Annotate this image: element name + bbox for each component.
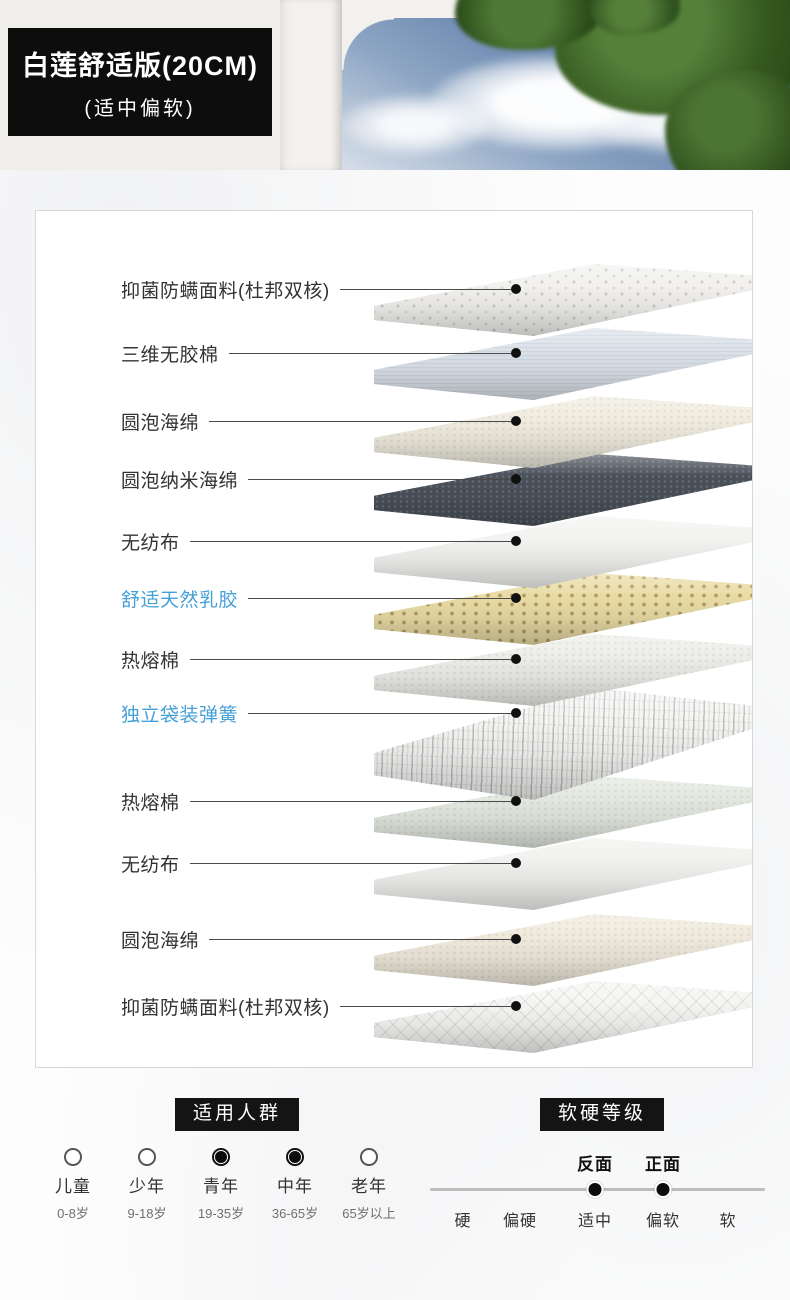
audience-option-label: 中年 bbox=[277, 1177, 313, 1196]
audience-option-middle-age: 中年 36-65岁 bbox=[258, 1148, 332, 1222]
leader-line bbox=[248, 712, 511, 714]
layer-dot bbox=[511, 284, 521, 294]
leader-line bbox=[209, 938, 511, 940]
layer-row: 圆泡海绵 bbox=[121, 408, 521, 434]
layer-dot bbox=[511, 593, 521, 603]
firmness-marker-back: 反面 bbox=[577, 1155, 613, 1174]
audience-option-youth: 青年 19-35岁 bbox=[184, 1148, 258, 1222]
layer-row: 热熔棉 bbox=[121, 646, 521, 672]
layer-dot bbox=[511, 474, 521, 484]
layer-dot bbox=[511, 654, 521, 664]
firmness-level-medium-soft: 偏软 bbox=[645, 1213, 681, 1230]
audience-options: 儿童 0-8岁 少年 9-18岁 青年 19-35岁 中年 36-65岁 老年 … bbox=[36, 1148, 406, 1222]
leader-line bbox=[189, 800, 511, 802]
leader-line bbox=[189, 658, 511, 660]
audience-option-range: 0-8岁 bbox=[57, 1206, 89, 1221]
layer-dot bbox=[511, 416, 521, 426]
firmness-scale: 反面 正面 硬 偏硬 适中 偏软 软 bbox=[430, 1150, 765, 1235]
layer-label: 三维无胶棉 bbox=[121, 344, 219, 366]
layer-row: 热熔棉 bbox=[121, 788, 521, 814]
layer-label: 抑菌防螨面料(杜邦双核) bbox=[121, 997, 330, 1019]
firmness-knob-back[interactable] bbox=[586, 1181, 604, 1198]
mattress-layers-panel: 抑菌防螨面料(杜邦双核) 三维无胶棉 圆泡海绵 圆泡纳米海绵 无纺布 舒适天然乳… bbox=[35, 210, 753, 1068]
leader-line bbox=[189, 862, 511, 864]
leader-line bbox=[209, 420, 511, 422]
firmness-level-soft: 软 bbox=[719, 1213, 737, 1230]
leader-line bbox=[339, 1005, 511, 1007]
layer-row: 无纺布 bbox=[121, 528, 521, 554]
layer-dot bbox=[511, 858, 521, 868]
audience-option-range: 9-18岁 bbox=[127, 1206, 167, 1221]
audience-option-label: 少年 bbox=[129, 1177, 165, 1196]
layer-label: 热熔棉 bbox=[121, 792, 180, 814]
layer-dot bbox=[511, 934, 521, 944]
layer-label: 舒适天然乳胶 bbox=[121, 589, 239, 611]
leader-line bbox=[228, 352, 511, 354]
layer-slab-nano-foam bbox=[374, 454, 752, 526]
layer-label: 圆泡海绵 bbox=[121, 412, 200, 434]
firmness-level-medium-hard: 偏硬 bbox=[502, 1213, 538, 1230]
layer-dot bbox=[511, 536, 521, 546]
layer-row: 抑菌防螨面料(杜邦双核) bbox=[121, 993, 521, 1019]
audience-option-teen: 少年 9-18岁 bbox=[110, 1148, 184, 1222]
radio-senior[interactable] bbox=[360, 1148, 378, 1166]
layer-label: 圆泡海绵 bbox=[121, 930, 200, 952]
layer-row: 圆泡海绵 bbox=[121, 926, 521, 952]
layer-dot bbox=[511, 1001, 521, 1011]
audience-option-label: 老年 bbox=[351, 1177, 387, 1196]
audience-option-label: 青年 bbox=[203, 1177, 239, 1196]
product-title: 白莲舒适版(20CM) bbox=[21, 50, 258, 81]
layer-row: 无纺布 bbox=[121, 850, 521, 876]
firmness-knob-front[interactable] bbox=[654, 1181, 672, 1198]
layer-dot bbox=[511, 796, 521, 806]
layer-label: 抑菌防螨面料(杜邦双核) bbox=[121, 280, 330, 302]
radio-teen[interactable] bbox=[138, 1148, 156, 1166]
radio-middle-age[interactable] bbox=[286, 1148, 304, 1166]
window-frame-pillar bbox=[280, 0, 342, 170]
firmness-level-hard: 硬 bbox=[454, 1213, 472, 1230]
audience-option-child: 儿童 0-8岁 bbox=[36, 1148, 110, 1222]
radio-youth[interactable] bbox=[212, 1148, 230, 1166]
layer-row: 圆泡纳米海绵 bbox=[121, 466, 521, 492]
window-frame-corner bbox=[342, 18, 394, 70]
firmness-section-title: 软硬等级 bbox=[540, 1098, 665, 1131]
layer-label: 无纺布 bbox=[121, 532, 180, 554]
layer-slab-fabric-bottom bbox=[374, 981, 752, 1053]
layer-row: 独立袋装弹簧 bbox=[121, 700, 521, 726]
audience-option-range: 65岁以上 bbox=[342, 1206, 396, 1221]
header-banner: 白莲舒适版(20CM) (适中偏软) bbox=[0, 0, 790, 170]
leader-line bbox=[189, 540, 511, 542]
audience-option-range: 19-35岁 bbox=[197, 1206, 245, 1221]
layer-row: 三维无胶棉 bbox=[121, 340, 521, 366]
layer-label: 无纺布 bbox=[121, 854, 180, 876]
radio-child[interactable] bbox=[64, 1148, 82, 1166]
product-subtitle: (适中偏软) bbox=[84, 97, 196, 120]
product-title-box: 白莲舒适版(20CM) (适中偏软) bbox=[8, 28, 272, 136]
layer-row: 抑菌防螨面料(杜邦双核) bbox=[121, 276, 521, 302]
leader-line bbox=[339, 288, 511, 290]
layer-row: 舒适天然乳胶 bbox=[121, 585, 521, 611]
layer-label: 热熔棉 bbox=[121, 650, 180, 672]
leader-line bbox=[248, 597, 511, 599]
audience-option-senior: 老年 65岁以上 bbox=[332, 1148, 406, 1222]
layer-label: 圆泡纳米海绵 bbox=[121, 470, 239, 492]
audience-option-label: 儿童 bbox=[55, 1177, 91, 1196]
firmness-marker-front: 正面 bbox=[645, 1155, 681, 1174]
audience-section-title: 适用人群 bbox=[175, 1098, 300, 1131]
firmness-level-medium: 适中 bbox=[577, 1213, 613, 1230]
cloud bbox=[340, 95, 490, 155]
audience-option-range: 36-65岁 bbox=[271, 1206, 319, 1221]
layer-dot bbox=[511, 348, 521, 358]
layer-dot bbox=[511, 708, 521, 718]
leader-line bbox=[248, 478, 511, 480]
layer-label: 独立袋装弹簧 bbox=[121, 704, 239, 726]
